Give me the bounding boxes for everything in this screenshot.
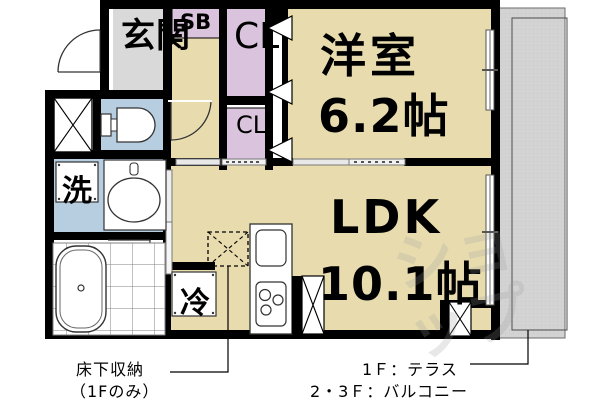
closet-lower	[223, 107, 269, 164]
label-closet-upper: CL	[234, 16, 280, 57]
leader-underfloor	[170, 266, 229, 373]
annotation-underfloor-storage-line1: 床下収納	[76, 360, 145, 379]
sliding-door-hall-ldk	[175, 158, 267, 166]
label-refrigerator: 冷	[180, 286, 210, 321]
annotation-outdoor-space-line1: 1Ｆ：テラス	[362, 360, 458, 379]
room-western	[288, 8, 493, 163]
kitchen-wall-block	[292, 276, 302, 334]
room-genkan	[113, 8, 168, 96]
annotation-outdoor-space-line2: 2・3Ｆ：バルコニー	[310, 382, 469, 401]
door-toilet	[168, 99, 212, 141]
annotation-underfloor-storage-line2: （1Fのみ）	[70, 382, 160, 401]
sliding-door-western-ldk	[292, 158, 406, 166]
fixtures	[52, 97, 472, 337]
kitchen-counter-icon	[249, 223, 293, 335]
washing-machine-icon	[55, 161, 99, 203]
closet-door-marks	[266, 15, 293, 163]
vanity-sink-icon	[103, 159, 167, 231]
toilet-icon	[100, 107, 156, 143]
label-ldk-area: 10.1帖	[318, 257, 483, 311]
closet-door-mark-upper	[266, 79, 293, 105]
label-washing-machine: 洗	[62, 174, 92, 209]
door-entrance	[57, 29, 101, 73]
sliding-door-washroom	[165, 169, 173, 275]
storage-cabinet-icon	[53, 97, 93, 153]
label-closet-lower: CL	[236, 111, 267, 139]
label-genkan: 玄関	[121, 16, 191, 56]
label-ldk: LDK	[330, 190, 443, 244]
bathtub-icon	[52, 242, 166, 336]
window-western-room	[482, 29, 498, 111]
label-western-room-area: 6.2帖	[318, 89, 450, 143]
balcony-door-icon	[448, 301, 472, 337]
room-balcony	[495, 8, 565, 338]
sliding-partitions	[165, 158, 406, 275]
pantry-door-icon	[301, 275, 325, 335]
window-ldk	[482, 174, 498, 306]
label-western-room: 洋室	[320, 29, 420, 83]
leader-outdoor	[470, 330, 529, 365]
windows	[482, 29, 498, 306]
closet-door-mark-top	[266, 15, 293, 41]
refrigerator-icon	[171, 271, 217, 317]
leader-lines	[170, 266, 529, 373]
label-shoe-box: SB	[180, 10, 212, 34]
room-ldk	[168, 163, 493, 338]
closet-door-mark-lower	[266, 137, 293, 163]
